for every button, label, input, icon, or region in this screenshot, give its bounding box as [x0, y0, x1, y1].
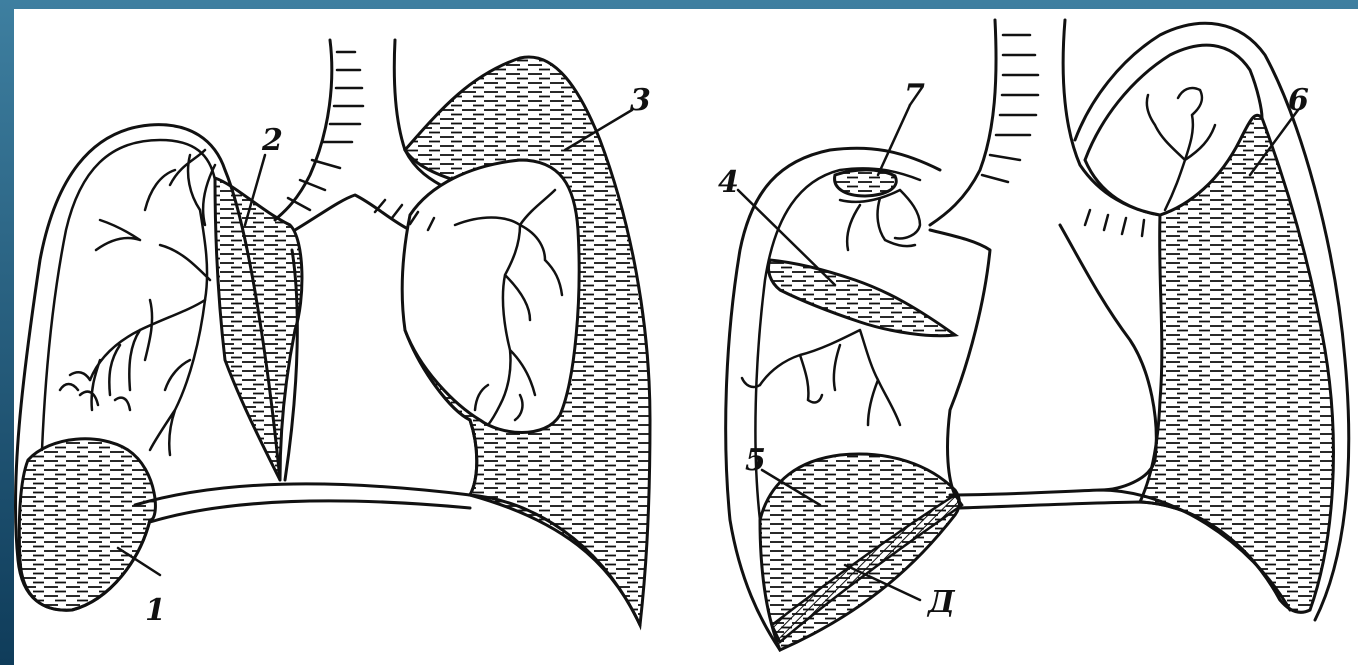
label-4: 4 [718, 165, 739, 200]
left-diaphragm-inner [150, 501, 470, 522]
right-mediastinum [930, 230, 990, 495]
label-2: 2 [261, 123, 283, 158]
right-left-lung-bronchi-upper [840, 190, 920, 250]
right-main-bronchus-rings [1085, 210, 1144, 236]
label-7: 7 [904, 78, 925, 113]
fluid-region-2 [215, 178, 302, 480]
label-D: Д [926, 585, 956, 620]
fluid-region-4 [768, 260, 955, 336]
left-bronchi-lower [90, 300, 205, 455]
left-bronchi-twigs [60, 220, 140, 410]
right-left-lung-bronchi-lower [742, 330, 900, 425]
fluid-region-1 [19, 439, 155, 610]
right-trachea-left [930, 20, 996, 225]
fluid-region-7 [835, 170, 897, 196]
label-5: 5 [745, 443, 766, 478]
label-6: 6 [1288, 83, 1309, 118]
left-bronchi-upper [145, 150, 215, 300]
leader-7 [878, 105, 910, 175]
right-trachea-rings [982, 35, 1038, 182]
right-heart-border [1060, 225, 1156, 490]
right-diagram [726, 20, 1349, 650]
label-3: 3 [630, 83, 651, 118]
left-aerated-lobe [402, 160, 579, 433]
label-1: 1 [145, 593, 166, 628]
left-diagram [15, 40, 650, 625]
trachea-left [275, 40, 332, 220]
